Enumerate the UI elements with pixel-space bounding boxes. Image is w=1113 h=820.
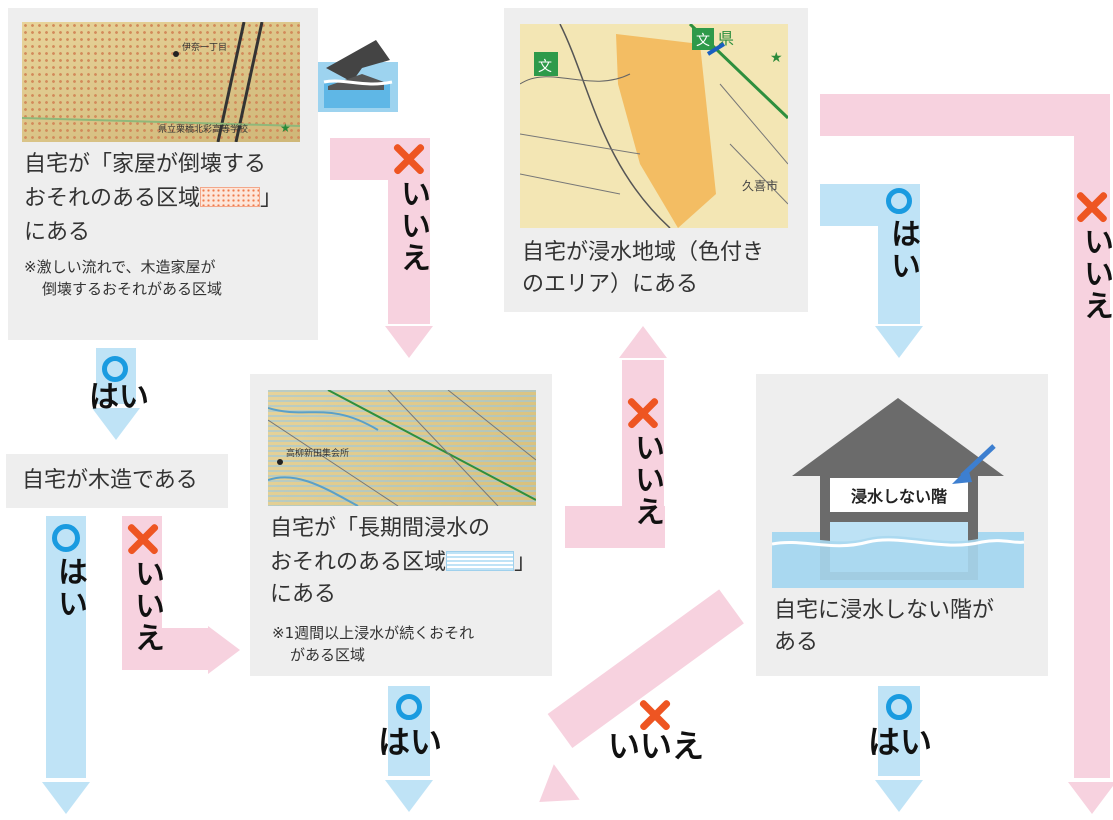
map-label-collapse-1: 伊奈一丁目	[182, 41, 227, 53]
svg-text:★: ★	[280, 121, 291, 135]
card-safe-floor-line-2: ある	[774, 630, 819, 655]
yes-label-long-flood: はい	[377, 723, 442, 761]
yes-label-wooden: はい	[52, 556, 87, 620]
yes-circle-icon	[396, 694, 422, 720]
house-label: 浸水しない階	[851, 487, 947, 506]
no-label-long-flood: いいえ	[629, 432, 664, 528]
card-collapse-line-2a: おそれのある区域	[24, 186, 201, 211]
card-safe-floor-line-1: 自宅に浸水しない階が	[774, 598, 995, 623]
map-long-flood: 高柳新田集会所	[268, 390, 536, 506]
card-wooden	[6, 454, 228, 508]
yes-circle-icon	[52, 524, 80, 552]
arrowhead-down	[92, 408, 140, 440]
no-connector-wooden-horizontal	[122, 628, 208, 670]
no-cross-icon	[628, 398, 658, 428]
card-long-flood-line-3: にある	[270, 582, 337, 607]
house-illustration: 浸水しない階	[772, 398, 1025, 588]
yes-connector-wooden	[46, 516, 86, 778]
no-label-floor: いいえ	[607, 727, 704, 765]
arrowhead-down	[42, 782, 90, 814]
map-collapse-zone: 伊奈一丁目 県立栗橋北彩高等学校 ★	[22, 22, 300, 142]
card-collapse-line-2b: 」	[260, 186, 283, 211]
no-connector-long-flood	[622, 360, 664, 548]
arrowhead-up	[619, 326, 667, 358]
yes-circle-icon	[886, 188, 912, 214]
card-long-flood-note-1: ※1週間以上浸水が続くおそれ	[272, 624, 475, 642]
no-connector-flood-area-horizontal	[820, 94, 1110, 136]
svg-text:文: 文	[538, 59, 552, 75]
arrowhead-down-left	[526, 764, 580, 820]
card-long-flood-line-2a: おそれのある区域	[270, 550, 447, 575]
collapsed-house-icon	[318, 40, 398, 112]
yes-circle-icon	[102, 356, 128, 382]
yes-label-flood-area: はい	[885, 218, 920, 282]
no-label-collapse: いいえ	[395, 178, 430, 274]
no-label-wooden: いいえ	[129, 558, 164, 654]
arrowhead-right	[208, 626, 240, 674]
no-cross-icon	[1077, 192, 1107, 222]
svg-text:★: ★	[770, 50, 783, 66]
arrowhead-down	[385, 326, 433, 358]
card-long-flood-line-1: 自宅が「長期間浸水の	[270, 516, 491, 541]
card-long-flood-line-2b: 」	[514, 550, 537, 575]
card-collapse-line-1: 自宅が「家屋が倒壊する	[24, 152, 267, 177]
card-collapse-line-3: にある	[24, 220, 91, 245]
map-label-flood-area-1: 久喜市	[742, 178, 778, 193]
no-cross-icon	[394, 144, 424, 174]
card-long-flood-note-2: がある区域	[290, 646, 366, 664]
map-label-long-flood: 高柳新田集会所	[286, 447, 349, 459]
arrowhead-down	[875, 780, 923, 812]
no-cross-icon	[128, 524, 158, 554]
arrowhead-down	[385, 780, 433, 812]
card-flood-area-line-1: 自宅が浸水地域（色付き	[522, 240, 765, 265]
legend-swatch-collapse	[200, 187, 261, 207]
arrowhead-down	[875, 326, 923, 358]
card-flood-area-line-2: のエリア）にある	[522, 272, 699, 297]
yes-circle-icon	[886, 694, 912, 720]
arrowhead-down	[1068, 782, 1113, 814]
yes-label-floor: はい	[867, 723, 932, 761]
card-collapse-note-1: ※激しい流れで、木造家屋が	[24, 258, 216, 276]
yes-label-collapse: はい	[89, 380, 149, 415]
card-collapse-line-2: おそれのある区域 」	[24, 184, 282, 214]
card-long-flood-line-2: おそれのある区域 」	[270, 548, 536, 578]
no-label-flood-area: いいえ	[1078, 226, 1113, 322]
no-cross-icon	[640, 700, 670, 730]
legend-swatch-long-flood	[446, 551, 515, 571]
map-flood-area: 文 文 県 ★ 久喜市	[520, 24, 788, 228]
map-label-collapse-2: 県立栗橋北彩高等学校	[158, 123, 248, 135]
svg-text:文: 文	[696, 33, 710, 49]
card-collapse-note-2: 倒壊するおそれがある区域	[42, 280, 223, 298]
card-wooden-text: 自宅が木造である	[22, 468, 198, 493]
